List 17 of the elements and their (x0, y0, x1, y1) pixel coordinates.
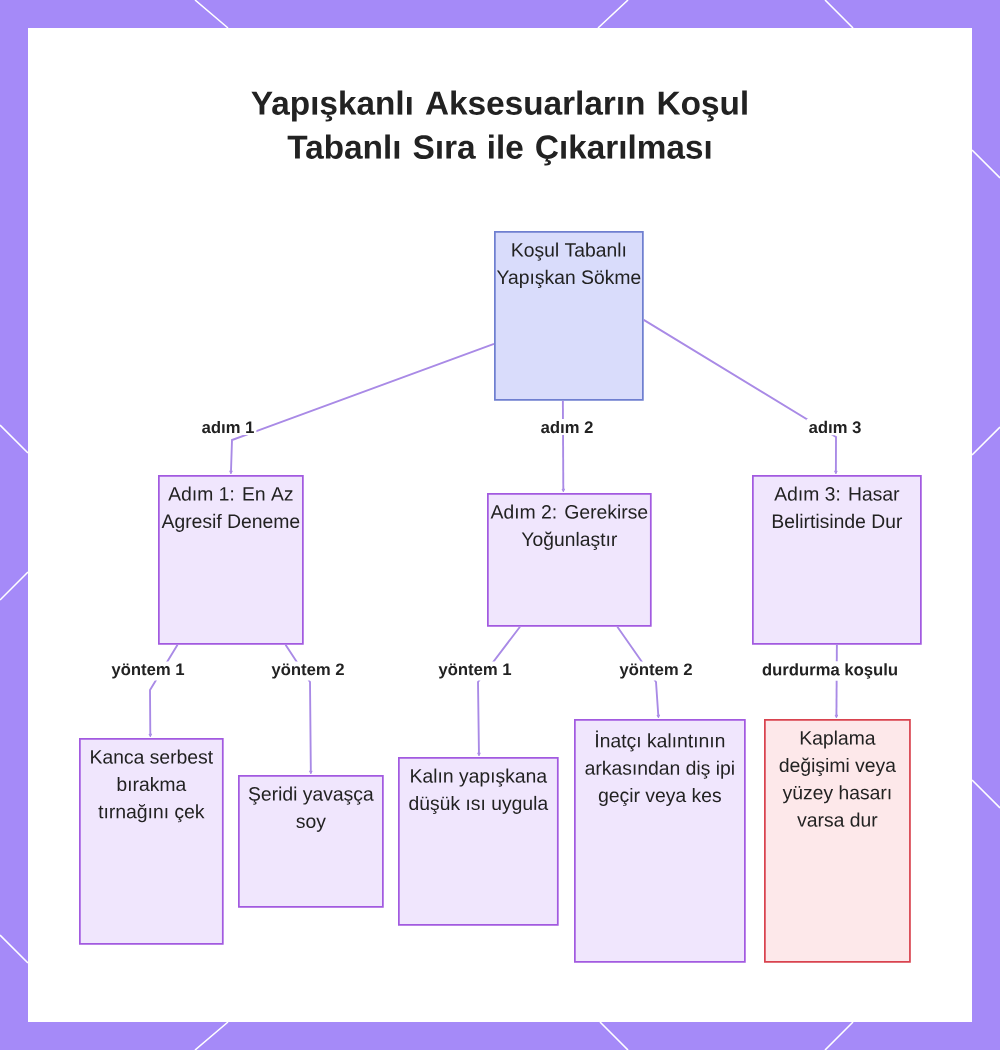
title: Yapışkanlı Aksesuarların Koşul Tabanlı Sıra ile Çıkarılması (251, 90, 747, 166)
root-box: Koşul Tabanlı Yapışkan Sökme (494, 231, 644, 401)
connector (561, 399, 566, 493)
connector (284, 643, 313, 775)
process-box: Şeridi yavaşça soy (238, 775, 384, 908)
process-box: Kalın yapışkana düşük ısı uygula (398, 757, 559, 926)
connector (642, 318, 838, 475)
process-box: İnatçı kalıntının arkasından diş ipi geçir veya kes (574, 719, 746, 963)
process-box: Kanca serbest bırakma tırnağını çek (79, 738, 224, 945)
connector (229, 342, 495, 475)
edge-label: yöntem 2 (269, 661, 347, 681)
edge-label: durdurma koşulu (759, 661, 901, 681)
stop-box: Kaplama değişimi veya yüzey hasarı varsa dur (764, 719, 911, 963)
process-box: Adım 2: Gerekirse Yoğunlaştır (487, 493, 652, 627)
edge-label: yöntem 2 (617, 661, 695, 681)
process-box: Adım 1: En Az Agresif Deneme (158, 475, 304, 645)
process-box: Adım 3: Hasar Belirtisinde Dur (752, 475, 922, 645)
